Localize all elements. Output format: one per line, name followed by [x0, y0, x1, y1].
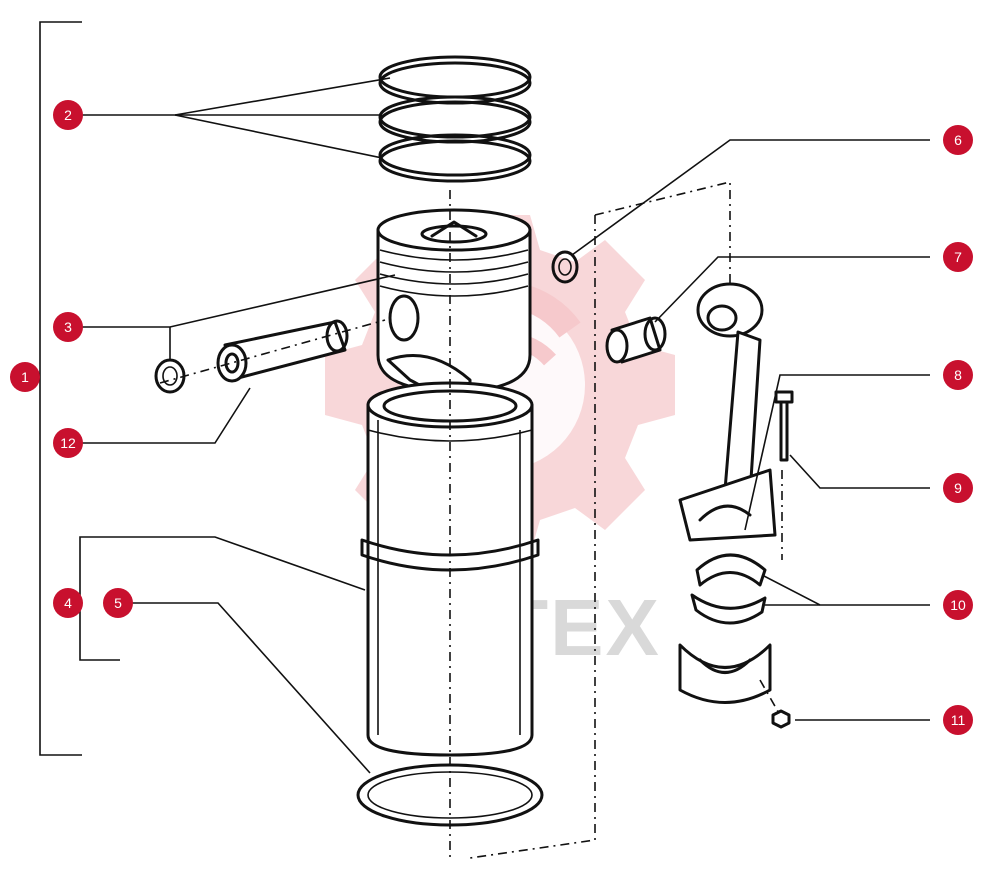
- svg-text:12: 12: [60, 435, 76, 451]
- svg-text:3: 3: [64, 319, 72, 335]
- callout-10: 10: [943, 590, 973, 620]
- rod-bolt: [774, 390, 794, 462]
- callout-9: 9: [943, 473, 973, 503]
- callout-5: 5: [103, 588, 133, 618]
- bearing-shells: [690, 553, 767, 625]
- svg-text:9: 9: [954, 480, 962, 496]
- circlip-left: [154, 358, 186, 394]
- liner-seal-ring: [356, 763, 544, 827]
- callout-8: 8: [943, 360, 973, 390]
- svg-text:5: 5: [114, 595, 122, 611]
- connecting-rod: [678, 282, 777, 542]
- svg-text:8: 8: [954, 367, 962, 383]
- rod-nut: [771, 709, 791, 729]
- callout-6: 6: [943, 125, 973, 155]
- piston-rings: [378, 55, 532, 183]
- svg-text:10: 10: [950, 597, 966, 613]
- axis-line-nut: [759, 679, 781, 716]
- circlip-right: [551, 250, 579, 284]
- bracket-assembly-1: [39, 21, 82, 756]
- callout-1: 1: [10, 362, 40, 392]
- svg-text:11: 11: [951, 712, 966, 728]
- svg-text:4: 4: [64, 595, 72, 611]
- svg-text:1: 1: [21, 369, 29, 385]
- leader-lines: [82, 77, 930, 774]
- axis-line-rod: [594, 180, 731, 285]
- svg-text:2: 2: [64, 107, 72, 123]
- axis-line-assembly: [469, 215, 596, 859]
- cylinder-liner: [360, 381, 540, 757]
- callout-2: 2: [53, 100, 83, 130]
- piston: [376, 208, 532, 422]
- callout-11: 11: [943, 705, 973, 735]
- svg-text:7: 7: [954, 249, 962, 265]
- callout-12: 12: [53, 428, 83, 458]
- callout-4: 4: [53, 588, 83, 618]
- callout-7: 7: [943, 242, 973, 272]
- small-end-bush: [605, 316, 667, 364]
- axis-line-pin: [159, 319, 386, 384]
- rod-cap: [678, 643, 772, 704]
- callout-3: 3: [53, 312, 83, 342]
- svg-text:6: 6: [954, 132, 962, 148]
- piston-pin: [216, 319, 349, 383]
